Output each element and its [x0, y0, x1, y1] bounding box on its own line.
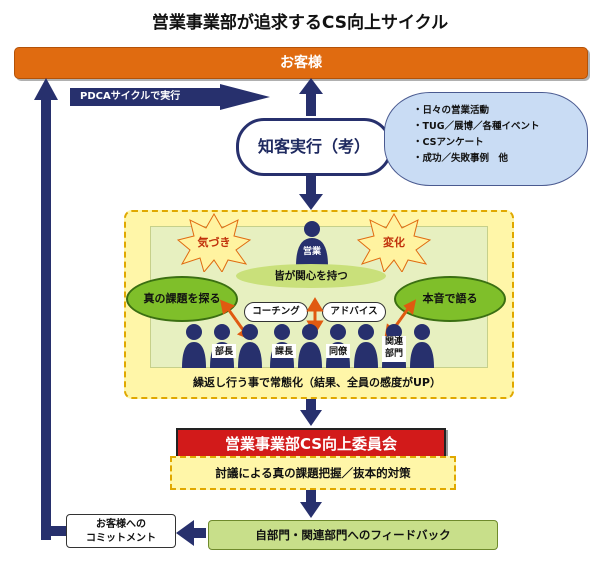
shared-interest: 皆が関心を持つ — [236, 264, 386, 288]
person-label: 同僚 — [326, 344, 350, 358]
pdca-arrowhead — [220, 84, 270, 110]
activity-item: ・CSアンケート — [413, 137, 484, 148]
person-icon — [238, 324, 262, 368]
commit-left-arrowhead — [176, 520, 194, 546]
sales-person-icon — [296, 221, 328, 266]
person-label: 関連 部門 — [382, 336, 406, 362]
change-burst — [356, 212, 432, 272]
person-icon — [182, 324, 206, 368]
diagram-title: 営業事業部が追求するCS向上サイクル — [151, 13, 449, 33]
committee-box: 営業事業部CS向上委員会 — [176, 428, 446, 460]
customer-bar: お客様 — [14, 47, 588, 79]
feedback-down-arrowhead — [300, 502, 322, 518]
discussion-box: 討議による真の課題把握／抜本的対策 — [170, 456, 456, 490]
person-icon — [298, 324, 322, 368]
commitment-box: お客様への コミットメント — [66, 514, 176, 548]
activity-item: ・成功／失敗事例 他 — [413, 153, 509, 164]
person-icon — [410, 324, 434, 368]
committee-down-arrowhead — [300, 410, 322, 426]
activities-bubble: ・日々の営業活動 ・TUG／展博／各種イベント ・CSアンケート ・成功／失敗事… — [384, 92, 588, 186]
person-icon — [354, 324, 378, 368]
awareness-burst — [176, 212, 252, 272]
person-label: 課長 — [272, 344, 296, 358]
sales-person-label: 営業 — [302, 247, 321, 257]
customer-up-arrowhead — [299, 78, 323, 94]
coaching-pill: コーチング — [244, 302, 308, 322]
activity-item: ・TUG／展博／各種イベント — [413, 121, 540, 132]
feedback-box: 自部門・関連部門へのフィードバック — [208, 520, 498, 550]
person-label: 部長 — [212, 344, 236, 358]
routine-caption: 繰返し行う事で常態化（結果、全員の感度がUP） — [193, 376, 441, 389]
left-up-arrowhead — [34, 78, 58, 100]
box-down-arrowhead — [299, 194, 323, 210]
advice-pill: アドバイス — [322, 302, 386, 322]
true-issues-oval: 真の課題を探る — [126, 276, 238, 322]
pdca-label: PDCAサイクルで実行 — [70, 88, 220, 106]
change-label: 変化 — [383, 236, 405, 249]
execution-circle: 知客実行（考） — [236, 118, 392, 176]
activity-item: ・日々の営業活動 — [413, 105, 490, 116]
awareness-label: 気づき — [197, 236, 231, 249]
